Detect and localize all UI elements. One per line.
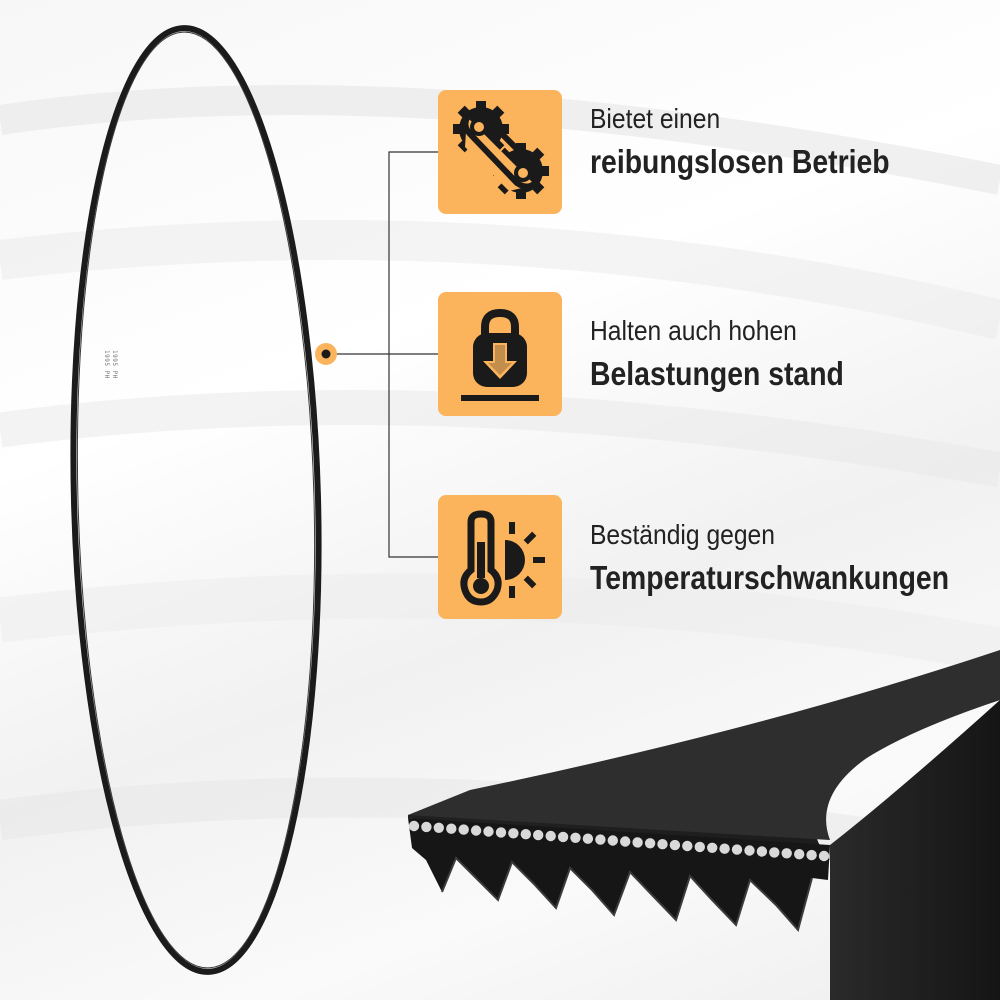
belt-cord [669, 839, 681, 851]
belt-cord [508, 828, 519, 839]
feature-icon-box-1 [438, 90, 562, 214]
belt-cord [644, 838, 656, 849]
weight-load-icon [461, 308, 539, 401]
belt-cord [707, 842, 718, 853]
belt-cord [632, 837, 643, 848]
feature-1-line1: Bietet einen [590, 103, 721, 134]
gear-belt-icon [453, 101, 549, 199]
belt-cord [545, 830, 556, 842]
belt-cord [694, 841, 705, 853]
belt-cord [595, 834, 606, 845]
belt-cord [682, 840, 693, 852]
belt-cord [818, 850, 830, 862]
belt-cord [421, 821, 432, 833]
belt-cord [719, 843, 730, 854]
belt-cord [806, 849, 817, 861]
feature-1-line2: reibungslosen Betrieb [590, 143, 890, 180]
belt-cord [495, 827, 507, 838]
belt-cord [570, 832, 581, 843]
belt-cord [458, 824, 469, 835]
belt-cord [731, 844, 743, 855]
belt-label-print: 1995 PH 1995 PH [58, 350, 118, 460]
belt-label-a: 1995 PH [111, 350, 118, 379]
feature-2-line1: Halten auch hohen [590, 315, 797, 346]
belt-cord [794, 849, 805, 860]
belt-cord [433, 822, 444, 833]
belt-label-b: 1995 PH [103, 350, 110, 379]
belt-cord [620, 836, 631, 847]
feature-text-2: Halten auch hohen Belastungen stand [590, 314, 995, 396]
belt-cord [769, 847, 780, 858]
thermometer-sun-icon [460, 510, 545, 606]
belt-cord [408, 820, 420, 832]
belt-cord [557, 831, 569, 843]
feature-2-line2: Belastungen stand [590, 355, 844, 392]
belt-cord [657, 839, 668, 850]
belt-cord [520, 829, 531, 840]
belt-cord [582, 833, 594, 844]
belt-cord [781, 848, 792, 859]
belt-cord [483, 826, 494, 837]
belt-cord [533, 829, 544, 841]
belt-cord [744, 845, 755, 856]
feature-3-line1: Beständig gegen [590, 519, 775, 550]
feature-text-1: Bietet einen reibungslosen Betrieb [590, 102, 995, 184]
feature-text-3: Beständig gegen Temperaturschwankungen [590, 518, 995, 600]
feature-icon-box-3 [438, 495, 562, 619]
belt-cord [607, 835, 618, 846]
belt-cord [756, 846, 768, 857]
feature-3-line2: Temperaturschwankungen [590, 559, 950, 596]
belt-cord [446, 823, 457, 834]
feature-icon-box-2 [438, 292, 562, 416]
belt-cord [470, 825, 482, 836]
